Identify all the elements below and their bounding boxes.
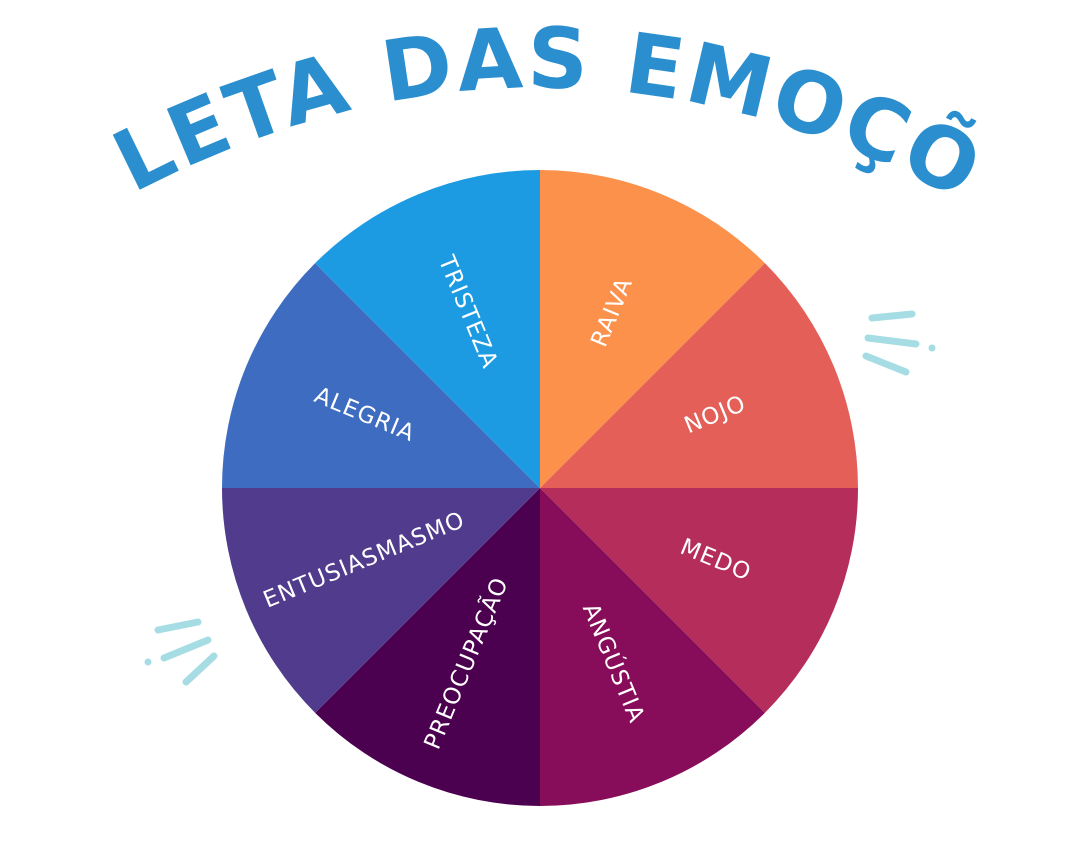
wheel-segment-tristeza — [315, 170, 540, 488]
wheel-segment-medo — [540, 488, 859, 713]
wheel-segment-angústia — [540, 488, 765, 806]
decorative-dashes-right — [862, 310, 936, 376]
emotion-wheel — [222, 170, 859, 806]
wheel-segment-nojo — [540, 263, 858, 488]
wheel-segment-raiva — [540, 170, 765, 488]
wheel-segment-alegria — [222, 263, 540, 488]
wheel-segment-entusiasmasmo — [222, 488, 540, 713]
decorative-dashes-left — [144, 618, 218, 686]
wheel-segment-preocupação — [315, 488, 540, 806]
